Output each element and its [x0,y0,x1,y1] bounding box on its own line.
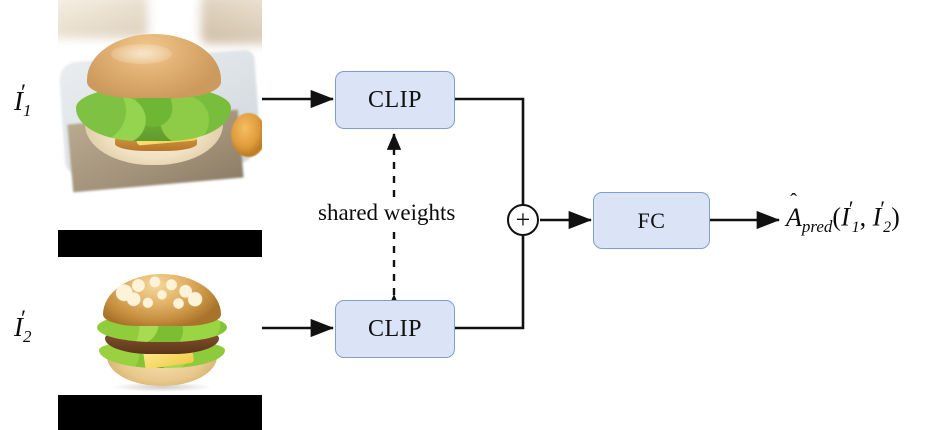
clip-encoder-bottom-box[interactable]: CLIP [335,300,455,358]
input-1-label-subscript: 1 [23,101,32,121]
clip-top-label: CLIP [367,86,422,113]
sesame-seeds [102,274,222,310]
bun-top-highlight [111,44,173,65]
plus-icon: + [515,205,531,234]
fc-layer-box[interactable]: FC [593,192,710,249]
burger-shadow [111,382,214,392]
output-base-symbol: A [786,202,802,232]
input-2-label-subscript: 2 [23,327,32,347]
shared-weights-annotation: shared weights [312,199,462,227]
input-image-2 [58,230,262,430]
letterbox-bar-bottom [58,395,262,430]
output-comma: , [859,202,873,232]
input-2-label-base: I [14,312,23,342]
cheeseburger-photo-white-bg [58,230,262,430]
output-arg1-base: I [841,202,850,232]
input-image-1 [58,0,262,201]
line-clip-top-to-sum [455,97,525,205]
input-2-label: I′2 [14,306,32,347]
letterbox-bar-top [58,230,262,257]
hat-accent-icon: ˆ [790,189,797,212]
side-bread-roll [231,112,262,157]
output-open-paren: ( [832,202,842,232]
clip-bottom-label: CLIP [367,315,422,342]
output-subscript: pred [801,216,833,236]
bun-top [86,34,222,99]
background-blur-object-left [58,0,148,39]
burger-photo-wooden-table [58,0,262,201]
background-blur-object-right [200,0,262,45]
output-arg1-subscript: 1 [851,218,860,236]
input-2-label-prime: ′ [21,306,27,331]
input-1-label-base: I [14,86,23,116]
clip-encoder-top-box[interactable]: CLIP [335,71,455,129]
output-arg2-prime: ′ [880,196,886,221]
output-arg2-subscript: 2 [883,218,892,236]
output-arg2-base: I [872,202,882,232]
input-1-label-prime: ′ [21,80,27,105]
fc-label: FC [637,207,666,233]
input-1-label: I′1 [14,80,32,121]
shared-weights-text: shared weights [318,200,456,225]
sum-operator-node: + [507,204,539,236]
output-close-paren: ) [891,202,900,232]
line-clip-bottom-to-sum [455,236,525,330]
output-arg1-prime: ′ [848,196,854,221]
